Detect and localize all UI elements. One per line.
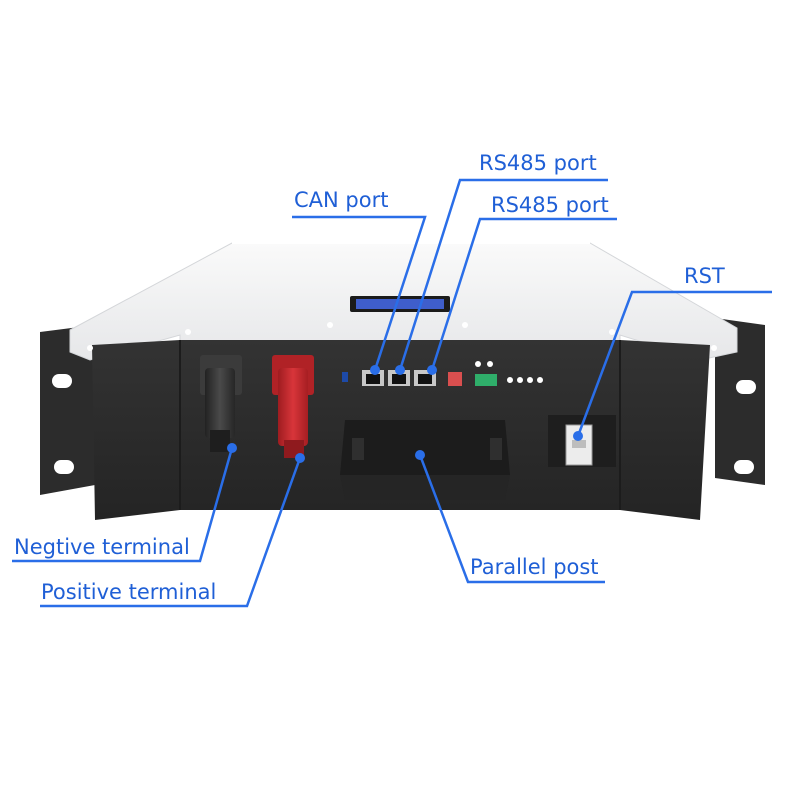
green-terminal-block (475, 374, 497, 386)
callout-lines (12, 178, 772, 608)
rst-button (548, 415, 616, 467)
parallel-post (340, 420, 510, 500)
right-rack-ear (715, 318, 765, 485)
can-port-label: CAN port (294, 188, 389, 212)
rst-label: RST (684, 264, 725, 288)
positive-terminal-callout (40, 457, 302, 608)
parallel-post-callout (418, 454, 605, 584)
rs485-port-2-callout (430, 217, 617, 371)
left-rack-ear (40, 325, 95, 495)
callout-dots (227, 365, 583, 463)
negative-terminal-label: Negtive terminal (14, 535, 190, 559)
parallel-post-label: Parallel post (470, 555, 599, 579)
can-port-callout (292, 215, 427, 371)
positive-terminal (272, 355, 314, 458)
rs485-port-1-label: RS485 port (479, 151, 597, 175)
lcd-display (356, 299, 444, 309)
ports-row (342, 361, 543, 386)
dip-switch (342, 372, 348, 382)
rs485-port-1-callout (398, 178, 608, 371)
led-4 (537, 377, 543, 383)
negative-terminal-callout (12, 447, 234, 563)
led-2 (517, 377, 523, 383)
negative-terminal (200, 355, 242, 452)
red-switch (448, 372, 462, 386)
positive-terminal-label: Positive terminal (41, 580, 217, 604)
rst-callout (576, 290, 772, 437)
led-3 (527, 377, 533, 383)
rs485-port-2-label: RS485 port (491, 193, 609, 217)
led-1 (507, 377, 513, 383)
